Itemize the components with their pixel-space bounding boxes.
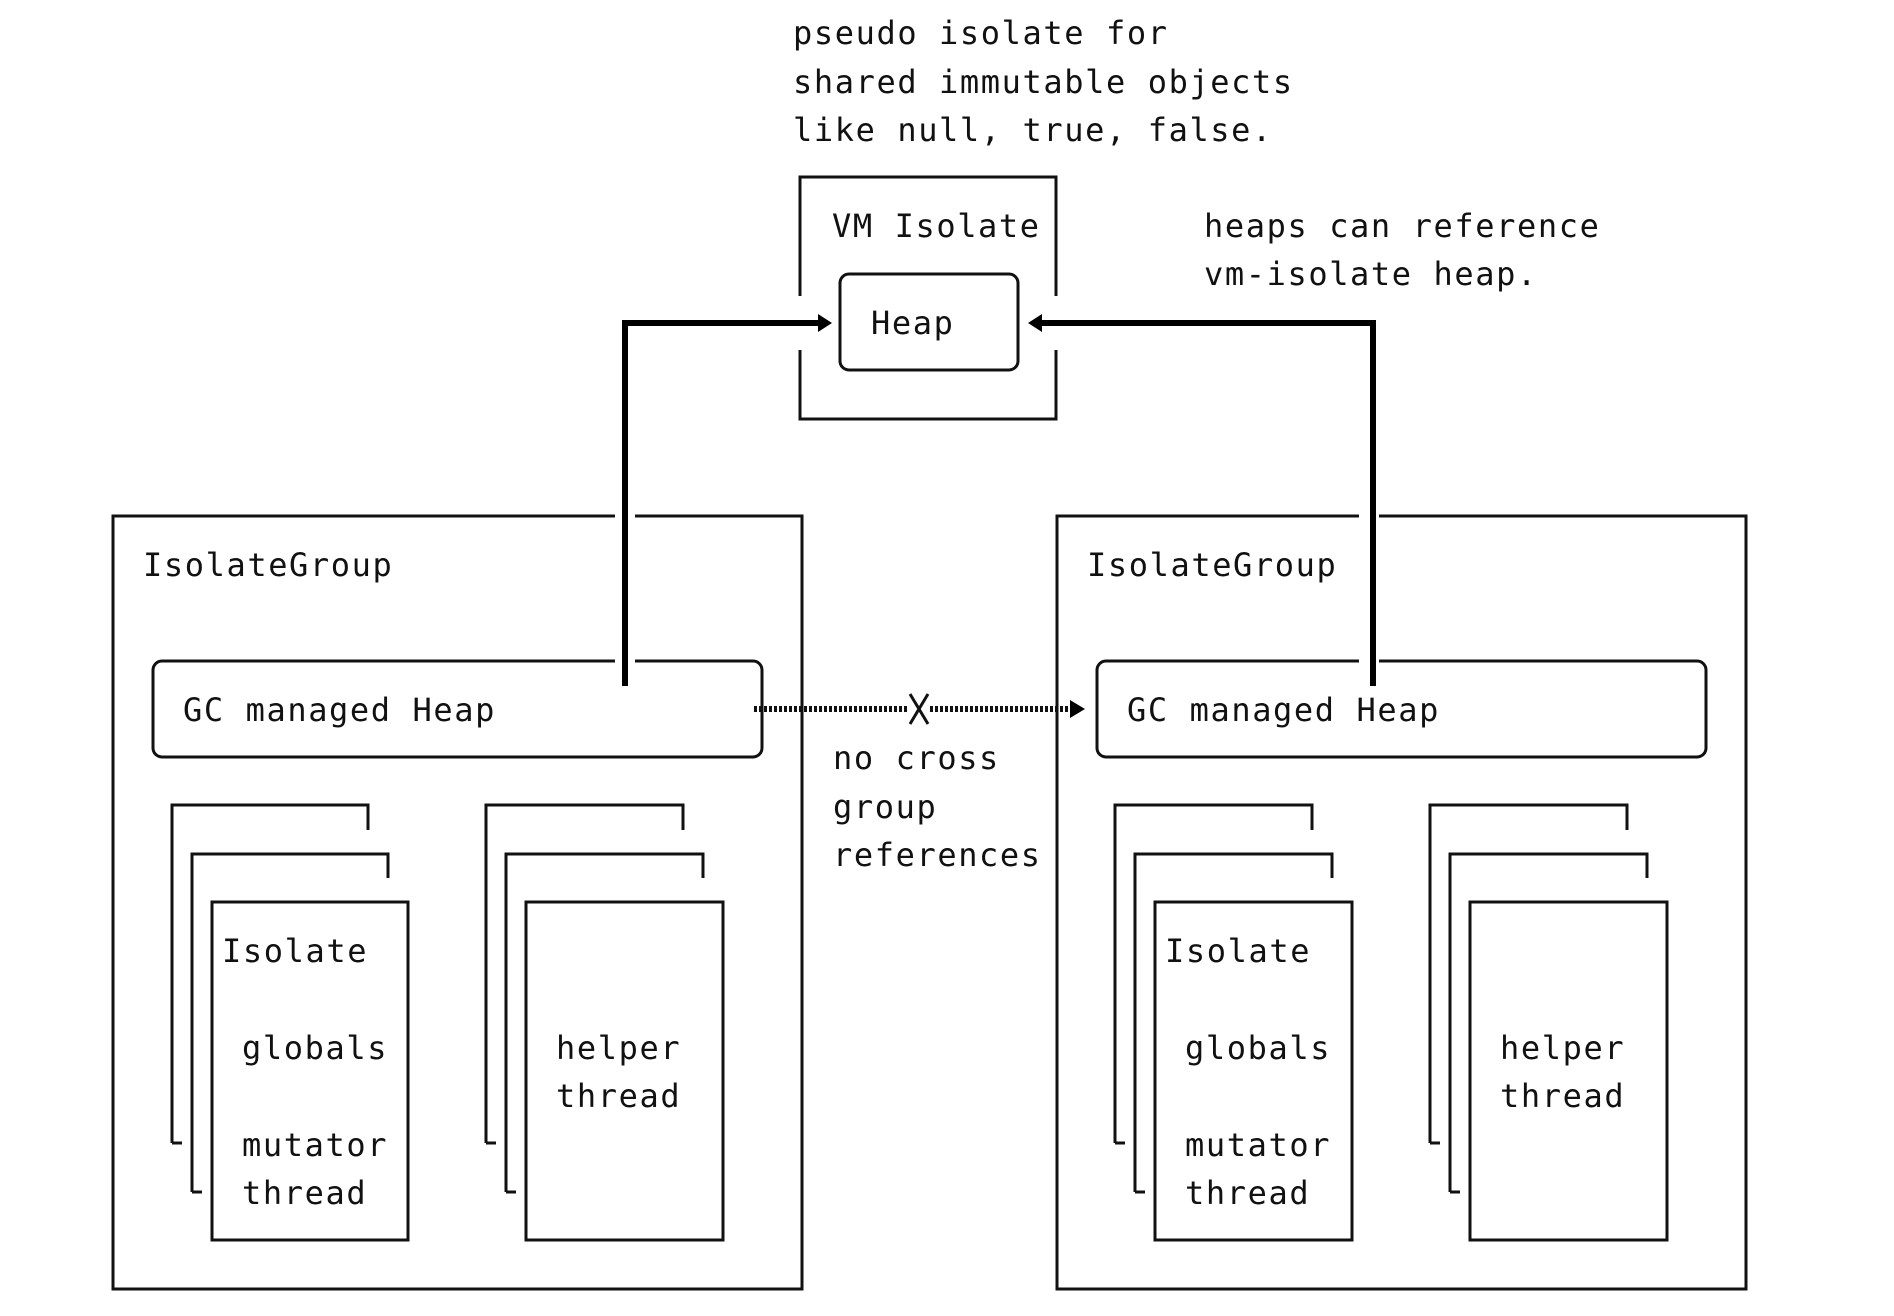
isolate-right-mutator-line-1: mutator xyxy=(1185,1126,1331,1164)
vm-isolate-title: VM Isolate xyxy=(832,207,1041,245)
isolate-group-left: IsolateGroup GC managed Heap Isolate glo… xyxy=(111,512,804,1291)
left-heap-reference-arrow xyxy=(622,320,820,686)
no-cross-note: no cross group references xyxy=(833,739,1042,874)
isolate-right-back-card-1 xyxy=(1133,852,1334,1192)
isolate-right-title: Isolate xyxy=(1165,932,1311,970)
pseudo-isolate-note-line-1: pseudo isolate for xyxy=(793,14,1169,52)
isolate-right-globals: globals xyxy=(1185,1029,1331,1067)
helper-right-back-card-1 xyxy=(1448,852,1649,1192)
helper-left-back-card-1 xyxy=(504,852,705,1192)
isolate-group-right: IsolateGroup GC managed Heap Isolate glo… xyxy=(1055,512,1748,1291)
helper-left-line-2: thread xyxy=(556,1077,681,1115)
gc-heap-right-box xyxy=(1095,659,1708,759)
right-heap-reference-arrowhead xyxy=(1028,314,1042,332)
isolate-right-card xyxy=(1153,900,1354,1242)
helper-right-line-2: thread xyxy=(1500,1077,1625,1115)
isolate-group-right-title: IsolateGroup xyxy=(1087,546,1337,584)
left-heap-reference-arrowhead xyxy=(818,314,832,332)
helper-right-card xyxy=(1468,900,1669,1242)
gc-heap-right-label: GC managed Heap xyxy=(1127,691,1440,729)
no-reference-x-mark xyxy=(908,693,930,725)
helper-left-line-1: helper xyxy=(556,1029,681,1067)
no-cross-note-line-2: group xyxy=(833,788,937,826)
isolate-left-back-card-1 xyxy=(190,852,390,1192)
isolate-left-card xyxy=(210,900,410,1242)
pseudo-isolate-note: pseudo isolate for shared immutable obje… xyxy=(793,14,1294,149)
gc-heap-left-label: GC managed Heap xyxy=(183,691,496,729)
pseudo-isolate-note-line-2: shared immutable objects xyxy=(793,63,1294,101)
right-heap-reference-arrow xyxy=(1040,320,1376,686)
vm-heap-box xyxy=(838,272,1020,372)
vm-heap-label: Heap xyxy=(871,304,954,342)
heaps-reference-note: heaps can reference vm-isolate heap. xyxy=(1204,207,1600,293)
helper-right-line-1: helper xyxy=(1500,1029,1625,1067)
pseudo-isolate-note-line-3: like null, true, false. xyxy=(793,111,1273,149)
heaps-reference-note-line-1: heaps can reference xyxy=(1204,207,1600,245)
vm-isolate-box: VM Isolate Heap xyxy=(797,175,1059,421)
isolate-left-globals: globals xyxy=(242,1029,388,1067)
cross-group-arrowhead xyxy=(1070,700,1085,718)
isolate-group-left-title: IsolateGroup xyxy=(143,546,393,584)
helper-right-back-card-2 xyxy=(1428,803,1629,1143)
isolate-left-mutator-line-1: mutator xyxy=(242,1126,388,1164)
isolate-right-back-card-2 xyxy=(1113,803,1314,1143)
helper-left-card xyxy=(524,900,725,1242)
isolate-left-back-card-2 xyxy=(170,803,370,1143)
isolate-left-mutator-line-2: thread xyxy=(242,1174,367,1212)
no-cross-note-line-3: references xyxy=(833,836,1042,874)
no-cross-note-line-1: no cross xyxy=(833,739,1000,777)
isolate-left-title: Isolate xyxy=(222,932,368,970)
isolate-right-mutator-line-2: thread xyxy=(1185,1174,1310,1212)
heaps-reference-note-line-2: vm-isolate heap. xyxy=(1204,255,1538,293)
helper-left-back-card-2 xyxy=(484,803,685,1143)
